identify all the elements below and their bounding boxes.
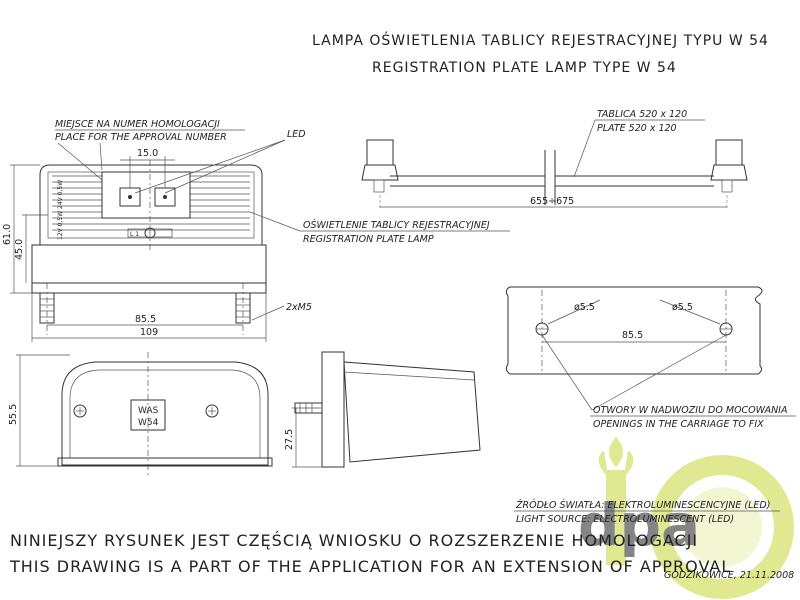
label-homologation-pl: MIEJSCE NA NUMER HOMOLOGACJI <box>55 119 220 130</box>
label-screws: 2xM5 <box>286 302 312 313</box>
logo-wheat-bar <box>606 470 626 565</box>
body-marking: 12V 0,5W 24V 0,5W <box>57 180 64 240</box>
label-lighting-en: REGISTRATION PLATE LAMP <box>303 234 434 245</box>
label-led: LED <box>287 129 306 140</box>
label-source-en: LIGHT SOURCE: ELECTROLUMINESCENT (LED) <box>516 514 734 525</box>
front-labels: MIEJSCE NA NUMER HOMOLOGACJI PLACE FOR T… <box>55 119 510 321</box>
mounting-holes-view: 85.5 ø5.5 ø5.5 OTWORY W NADWOZIU DO MOCO… <box>505 286 796 430</box>
title-polish: LAMPA OŚWIETLENIA TABLICY REJESTRACYJNEJ… <box>312 31 769 49</box>
label-plate-pl: TABLICA 520 x 120 <box>597 109 687 120</box>
place-date: GODZIKOWICE, 21.11.2008 <box>664 570 794 581</box>
dim-61: 61.0 <box>2 224 13 245</box>
dim-655-675: 655÷675 <box>530 196 574 207</box>
approval-number-window <box>101 171 191 219</box>
plate-installation-view: 655÷675 TABLICA 520 x 120 PLATE 520 x 12… <box>361 109 748 210</box>
dim-hole-right: ø5.5 <box>672 302 693 313</box>
label-holes-pl: OTWORY W NADWOZIU DO MOCOWANIA <box>593 405 788 416</box>
front-view: 12V 0,5W 24V 0,5W L 1 <box>31 160 267 335</box>
label-plate-en: PLATE 520 x 120 <box>597 123 677 134</box>
label-holes-en: OPENINGS IN THE CARRIAGE TO FIX <box>593 419 764 430</box>
dim-hole-left: ø5.5 <box>574 302 595 313</box>
title-english: REGISTRATION PLATE LAMP TYPE W 54 <box>372 60 677 76</box>
logo-gear-inner <box>682 487 762 567</box>
logo-wheat-icon <box>598 436 634 476</box>
dim-109: 109 <box>140 327 158 338</box>
dim-27-5: 27.5 <box>284 429 295 450</box>
bottom-view: WAS W54 55.5 <box>8 352 273 475</box>
logo-text: dpa <box>578 491 700 559</box>
center-mark-text: L 1 <box>130 231 139 238</box>
dim-45: 45.0 <box>14 239 25 260</box>
dpa-logo: dpa <box>578 436 794 599</box>
label-homologation-en: PLACE FOR THE APPROVAL NUMBER <box>55 132 227 143</box>
note-english: THIS DRAWING IS A PART OF THE APPLICATIO… <box>9 557 731 576</box>
note-polish: NINIEJSZY RYSUNEK JEST CZĘŚCIĄ WNIOSKU O… <box>10 531 698 550</box>
label-lighting-pl: OŚWIETLENIE TABLICY REJESTRACYJNEJ <box>303 219 490 231</box>
dim-85-5-front: 85.5 <box>135 314 156 325</box>
dim-85-5-holes: 85.5 <box>622 330 643 341</box>
label-source-pl: ŹRÓDŁO ŚWIATŁA: ELEKTROLUMINESCENCYJNE (… <box>515 499 770 511</box>
front-dimensions: 15.0 61.0 45.0 85.5 109 <box>2 148 267 342</box>
dim-15: 15.0 <box>137 148 158 159</box>
dim-55-5: 55.5 <box>8 404 19 425</box>
logo-gear-circle <box>650 455 794 599</box>
side-view: 27.5 <box>284 351 481 468</box>
